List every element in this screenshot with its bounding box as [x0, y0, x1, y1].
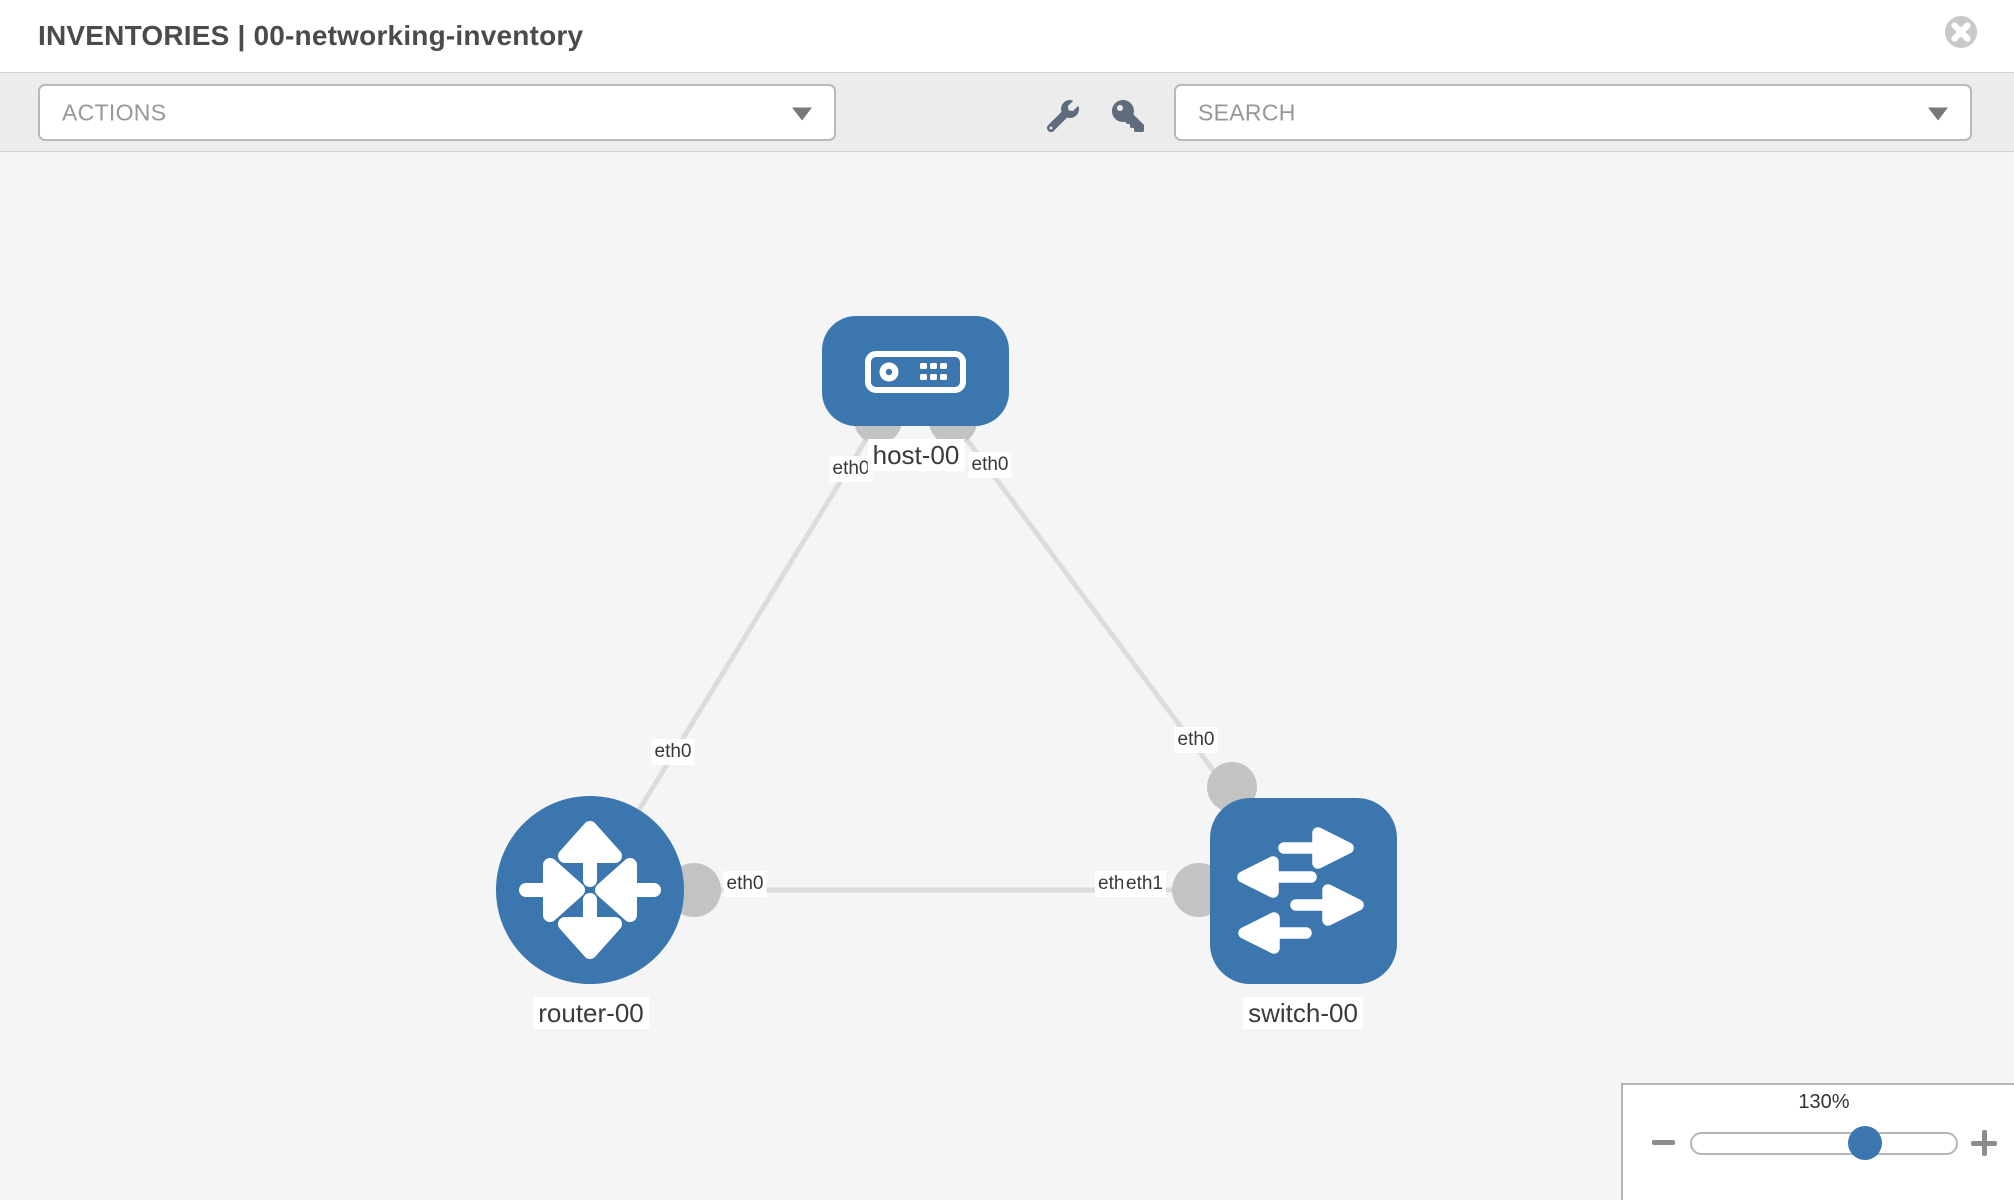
interface-label: eth1: [1123, 871, 1166, 897]
node-label-router: router-00: [533, 997, 649, 1029]
zoom-level: 130%: [1798, 1091, 1850, 1113]
zoom-panel: 130%: [1621, 1083, 2014, 1200]
search-dropdown[interactable]: SEARCH: [1174, 84, 1972, 141]
actions-dropdown-label: ACTIONS: [62, 99, 167, 125]
node-label-host: host-00: [867, 439, 965, 471]
topology-canvas[interactable]: eth0 eth0 eth0 eth0 eth0 eth0 eth1 host-…: [0, 152, 2014, 1200]
interface-label: eth0: [723, 871, 767, 897]
chevron-down-icon: [792, 107, 812, 121]
switch-arrows-icon: [1237, 827, 1364, 954]
router-arrows-icon: [519, 821, 661, 959]
ports: [667, 396, 1257, 917]
wrench-icon[interactable]: [1047, 100, 1079, 132]
zoom-slider-thumb[interactable]: [1848, 1126, 1882, 1160]
interface-label: eth0: [1174, 727, 1218, 753]
actions-dropdown[interactable]: ACTIONS: [38, 84, 836, 141]
host-device-icon: [865, 351, 966, 393]
search-input[interactable]: SEARCH: [1198, 99, 1296, 125]
zoom-slider[interactable]: [1690, 1126, 1958, 1160]
interface-label: eth0: [968, 452, 1012, 478]
links: [587, 418, 1306, 893]
key-icon[interactable]: [1112, 100, 1144, 132]
close-icon[interactable]: [1943, 14, 1979, 50]
zoom-out-icon[interactable]: [1652, 1140, 1675, 1145]
node-router-00[interactable]: [496, 796, 684, 984]
toolbar: ACTIONS SEARCH: [0, 72, 2014, 152]
node-host-00[interactable]: [822, 316, 1009, 426]
page-title: INVENTORIES | 00-networking-inventory: [38, 20, 584, 51]
interface-label: eth0: [829, 456, 873, 482]
interface-label: eth0: [651, 739, 695, 765]
node-label-switch: switch-00: [1243, 997, 1363, 1029]
node-switch-00[interactable]: [1210, 798, 1397, 984]
chevron-down-icon: [1928, 107, 1948, 121]
topology-graph: [496, 316, 1397, 984]
panel-header: INVENTORIES | 00-networking-inventory: [0, 0, 2014, 72]
zoom-in-icon[interactable]: [1971, 1130, 1997, 1156]
